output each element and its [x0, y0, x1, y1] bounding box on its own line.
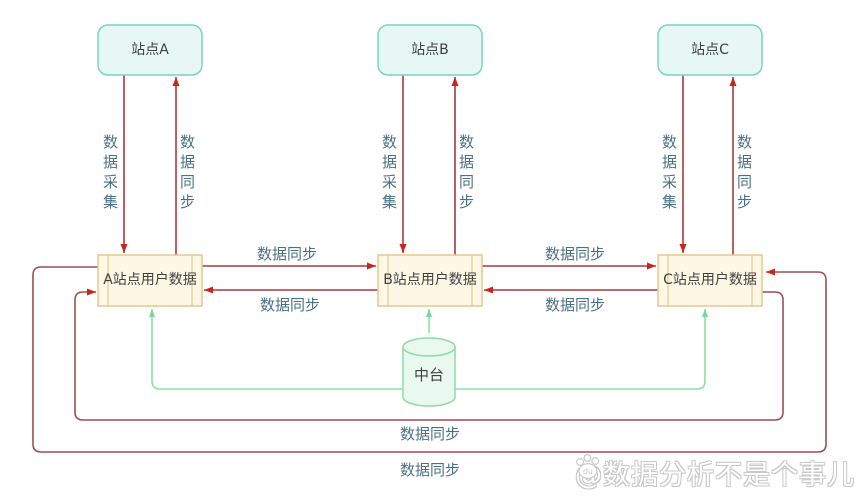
store-a-box: [97, 254, 203, 307]
store-c-box: [657, 254, 763, 307]
site-a-box: [97, 24, 203, 76]
edge-platform-to-a: [149, 309, 403, 390]
store-b-box: [377, 254, 483, 307]
platform-cylinder: [402, 337, 456, 407]
edge-sync-a-to-c-loop: [32, 266, 827, 453]
site-b-box: [377, 24, 483, 76]
site-c-box: [657, 24, 763, 76]
edge-sync-c-to-a-loop: [74, 288, 784, 421]
edge-platform-to-c: [455, 309, 708, 390]
